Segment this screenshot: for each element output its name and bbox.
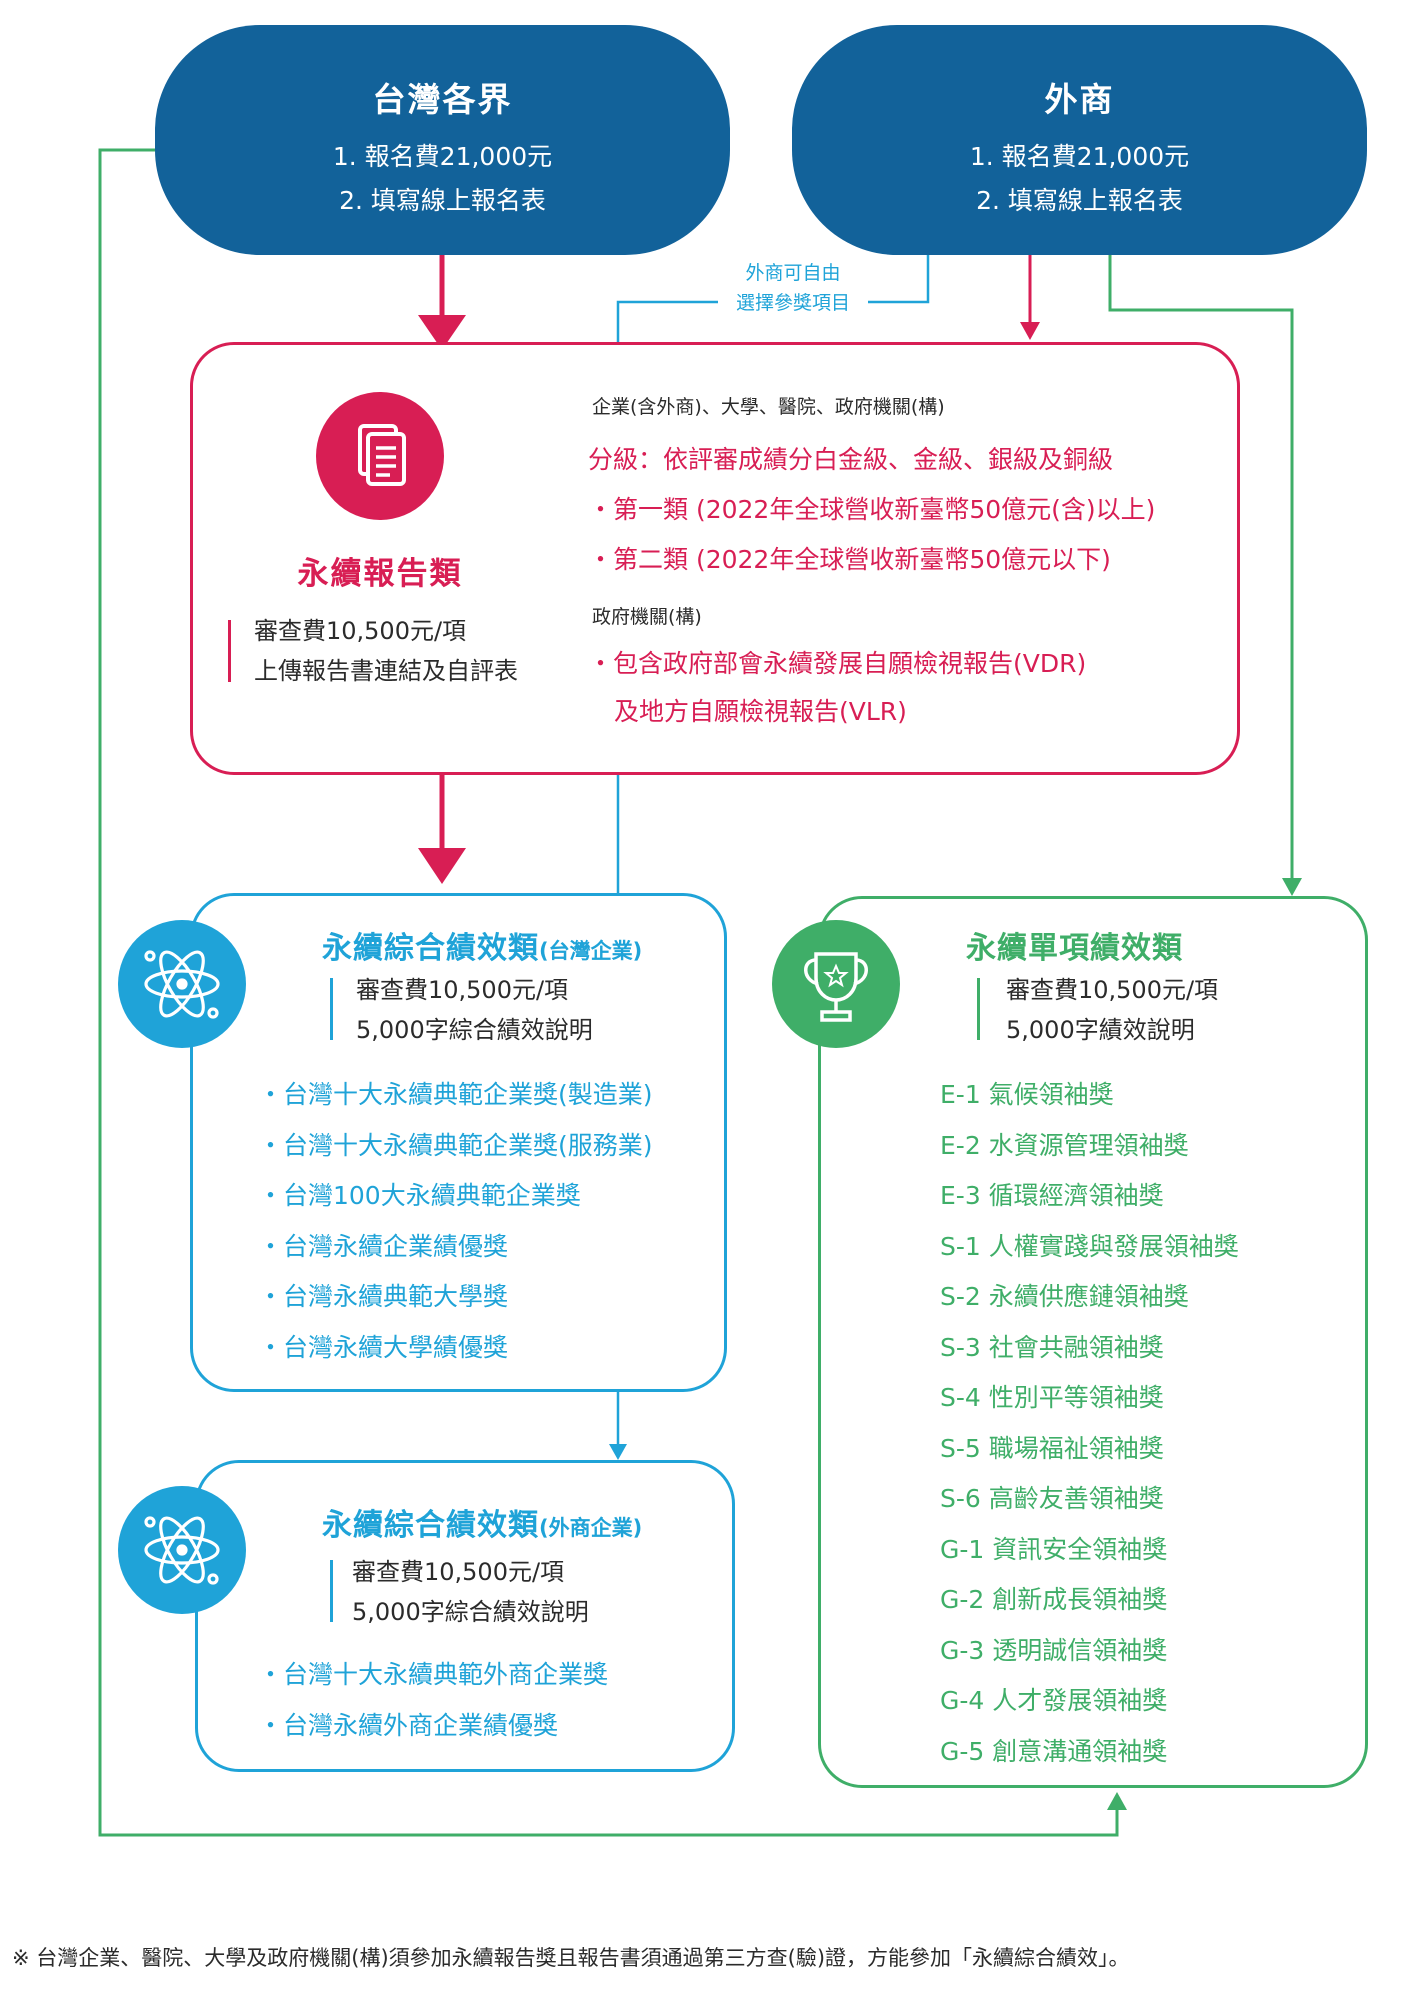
- comp-fr-list: ・台灣十大永續典範外商企業獎 ・台灣永續外商企業績優獎: [258, 1650, 608, 1751]
- node-foreign-title: 外商: [1044, 80, 1115, 119]
- report-scope: 企業(含外商)、大學、醫院、政府機關(構): [592, 396, 945, 418]
- single-item: S-1 人權實踐與發展領袖獎: [940, 1231, 1239, 1261]
- comp-fr-fee: 審查費10,500元/項: [352, 1558, 565, 1586]
- report-class1: ・第一類 (2022年全球營收新臺幣50億元(含)以上): [588, 495, 1156, 524]
- node-foreign-line1: 1. 報名費21,000元: [969, 142, 1190, 171]
- comp-fr-box: [195, 1460, 735, 1772]
- foreign-note-line1: 外商可自由: [745, 262, 841, 284]
- report-grading: 分級：依評審成績分白金級、金級、銀級及銅級: [588, 445, 1114, 474]
- single-item: S-2 永續供應鏈領袖獎: [940, 1282, 1189, 1311]
- comp-tw-title: 永續綜合績效類(台灣企業): [322, 923, 642, 967]
- single-item: S-3 社會共融領袖獎: [940, 1332, 1164, 1362]
- comp-tw-title-tag: (台灣企業): [539, 939, 643, 963]
- single-title: 永續單項績效類: [966, 931, 1183, 966]
- single-box: [818, 896, 1368, 1788]
- comp-fr-item: ・台灣十大永續典範外商企業獎: [258, 1660, 609, 1689]
- report-gov-label: 政府機關(構): [592, 606, 702, 628]
- comp-tw-desc: 5,000字綜合績效說明: [356, 1016, 593, 1044]
- node-taiwan: 台灣各界 1. 報名費21,000元 2. 填寫線上報名表: [155, 25, 730, 255]
- single-item: G-5 創意溝通領袖獎: [940, 1736, 1168, 1766]
- red-arrow-2: [1020, 322, 1040, 340]
- single-fee: 審查費10,500元/項: [1006, 976, 1219, 1004]
- report-upload: 上傳報告書連結及自評表: [254, 657, 518, 685]
- comp-tw-item: ・台灣100大永續典範企業獎: [258, 1181, 581, 1210]
- comp-tw-item: ・台灣永續大學績優獎: [258, 1332, 509, 1362]
- single-item: S-5 職場福祉領袖獎: [940, 1433, 1164, 1463]
- single-item: E-3 循環經濟領袖獎: [940, 1181, 1164, 1210]
- report-gov-line2: 及地方自願檢視報告(VLR): [614, 697, 907, 726]
- comp-fr-title-main: 永續綜合績效類: [322, 1508, 539, 1543]
- report-title: 永續報告類: [297, 556, 463, 592]
- comp-tw-item: ・台灣十大永續典範企業獎(製造業): [258, 1080, 653, 1109]
- report-gov-line1: ・包含政府部會永續發展自願檢視報告(VDR): [588, 649, 1087, 678]
- foreign-note-line2: 選擇參獎項目: [735, 292, 850, 314]
- comp-tw-fee: 審查費10,500元/項: [356, 976, 569, 1004]
- report-class2: ・第二類 (2022年全球營收新臺幣50億元以下): [588, 545, 1111, 574]
- node-taiwan-line1: 1. 報名費21,000元: [332, 142, 553, 171]
- red-arrow-1: [418, 315, 466, 350]
- comp-tw-bar: [330, 978, 333, 1040]
- single-item: S-4 性別平等領袖獎: [940, 1383, 1164, 1412]
- green-arrow-down: [1282, 878, 1302, 896]
- single-list: E-1 氣候領袖獎 E-2 水資源管理領袖獎 E-3 循環經濟領袖獎 S-1 人…: [940, 1070, 1239, 1777]
- report-fee: 審查費10,500元/項: [254, 617, 467, 645]
- single-item: E-1 氣候領袖獎: [940, 1080, 1114, 1109]
- comp-tw-title-main: 永續綜合績效類: [322, 931, 539, 966]
- footnote: ※ 台灣企業、醫院、大學及政府機關(構)須參加永續報告獎且報告書須通過第三方查(…: [12, 1946, 1130, 1970]
- node-taiwan-title: 台灣各界: [372, 80, 513, 119]
- comp-fr-bar: [330, 1560, 333, 1622]
- single-item: G-1 資訊安全領袖獎: [940, 1534, 1168, 1564]
- node-taiwan-line2: 2. 填寫線上報名表: [339, 186, 546, 215]
- comp-fr-title: 永續綜合績效類(外商企業): [322, 1500, 642, 1544]
- single-desc: 5,000字績效說明: [1006, 1016, 1195, 1044]
- blue-arrow: [609, 1444, 627, 1460]
- comp-fr-title-tag: (外商企業): [539, 1516, 643, 1540]
- node-foreign: 外商 1. 報名費21,000元 2. 填寫線上報名表: [792, 25, 1367, 255]
- comp-tw-box: [190, 893, 727, 1392]
- single-item: E-2 水資源管理領袖獎: [940, 1130, 1189, 1160]
- red-arrow-3: [418, 848, 466, 884]
- trophy-icon: [772, 920, 900, 1048]
- atom-icon: [118, 1486, 246, 1614]
- green-loop-line: [98, 148, 1119, 1837]
- comp-tw-item: ・台灣十大永續典範企業獎(服務業): [258, 1130, 653, 1160]
- node-foreign-line2: 2. 填寫線上報名表: [976, 186, 1183, 215]
- comp-tw-list: ・台灣十大永續典範企業獎(製造業) ・台灣十大永續典範企業獎(服務業) ・台灣1…: [258, 1070, 653, 1373]
- atom-icon: [118, 920, 246, 1048]
- comp-fr-item: ・台灣永續外商企業績優獎: [258, 1710, 559, 1740]
- green-foreign-line: [1108, 255, 1294, 880]
- comp-tw-item: ・台灣永續企業績優獎: [258, 1231, 509, 1261]
- single-bar: [977, 978, 980, 1040]
- single-item: G-3 透明誠信領袖獎: [940, 1635, 1168, 1665]
- comp-fr-desc: 5,000字綜合績效說明: [352, 1598, 589, 1626]
- single-item: G-4 人才發展領袖獎: [940, 1686, 1168, 1715]
- report-bar: [228, 620, 231, 682]
- single-item: G-2 創新成長領袖獎: [940, 1585, 1168, 1614]
- single-item: S-6 高齡友善領袖獎: [940, 1484, 1164, 1513]
- green-arrow-up: [1107, 1792, 1127, 1810]
- document-icon: [316, 392, 444, 520]
- comp-tw-item: ・台灣永續典範大學獎: [258, 1282, 509, 1311]
- foreign-note: 外商可自由 選擇參獎項目: [718, 258, 868, 318]
- blue-choice-line: [868, 255, 930, 304]
